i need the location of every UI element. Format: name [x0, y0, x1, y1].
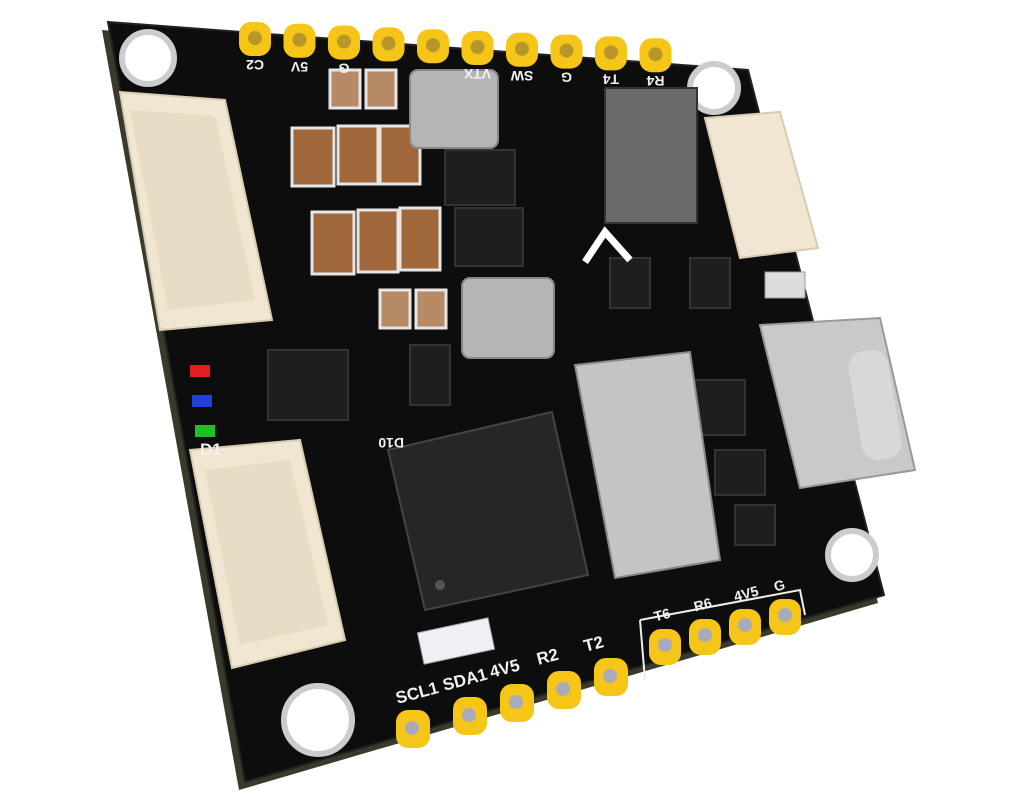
solder-pad: [500, 684, 534, 722]
sd-card-slot: [573, 350, 722, 580]
barometer-chip: [416, 617, 496, 665]
pad-label: T2: [582, 632, 606, 655]
mounting-hole: [119, 29, 177, 87]
bottom-pad-row: [396, 599, 801, 748]
pad-label: G: [561, 70, 572, 86]
solder-pad: [372, 27, 405, 62]
silkscreen-bracket: [639, 588, 806, 681]
capacitor-array: [290, 68, 448, 330]
led-green: [195, 425, 215, 437]
solder-pad: [547, 671, 581, 709]
usb-c-port: [758, 316, 917, 490]
ic-chips: [267, 87, 776, 546]
solder-pad: [461, 31, 494, 65]
inductors: [409, 69, 555, 359]
solder-pad: [595, 36, 627, 71]
solder-pad: [453, 697, 487, 735]
mounting-hole: [281, 683, 355, 757]
mounting-holes: [119, 29, 879, 757]
top-pad-row: [239, 22, 672, 73]
led-designator: D1: [200, 440, 222, 459]
connector-left-top: [118, 90, 274, 332]
solder-pad: [550, 34, 583, 69]
pad-label: C2: [246, 57, 264, 73]
pad-label: SW: [510, 68, 533, 84]
pad-label: T6: [652, 605, 672, 625]
pad-label: R4: [646, 73, 664, 89]
boot-button: [764, 271, 806, 299]
pad-label: 5V: [290, 59, 308, 75]
solder-pad: [283, 23, 316, 58]
solder-pad: [594, 658, 628, 696]
pad-label: G: [338, 61, 349, 77]
solder-pad: [649, 629, 681, 665]
pad-label: R6: [692, 594, 714, 614]
solder-pad: [239, 22, 271, 56]
solder-pad: [506, 32, 538, 67]
pad-label: 4V5: [732, 583, 760, 605]
solder-pad: [639, 38, 672, 73]
solder-pad: [328, 25, 360, 60]
mcu-chip: [386, 410, 590, 612]
mcu-designator: D10: [378, 435, 404, 451]
pad-label: T4: [603, 71, 620, 87]
mounting-hole: [825, 528, 879, 582]
solder-pad: [729, 609, 761, 645]
solder-pad: [769, 599, 801, 635]
pad-label: R2: [535, 645, 561, 669]
connector-right: [703, 110, 820, 260]
connector-left-bottom: [188, 438, 347, 670]
solder-pad: [689, 619, 721, 655]
direction-arrow: [582, 226, 633, 264]
led-red: [190, 365, 210, 377]
pad-label: VTX: [463, 66, 491, 82]
pad-label: G: [772, 576, 787, 594]
solder-pad: [417, 29, 449, 64]
led-blue: [192, 395, 212, 407]
solder-pad: [396, 710, 430, 748]
